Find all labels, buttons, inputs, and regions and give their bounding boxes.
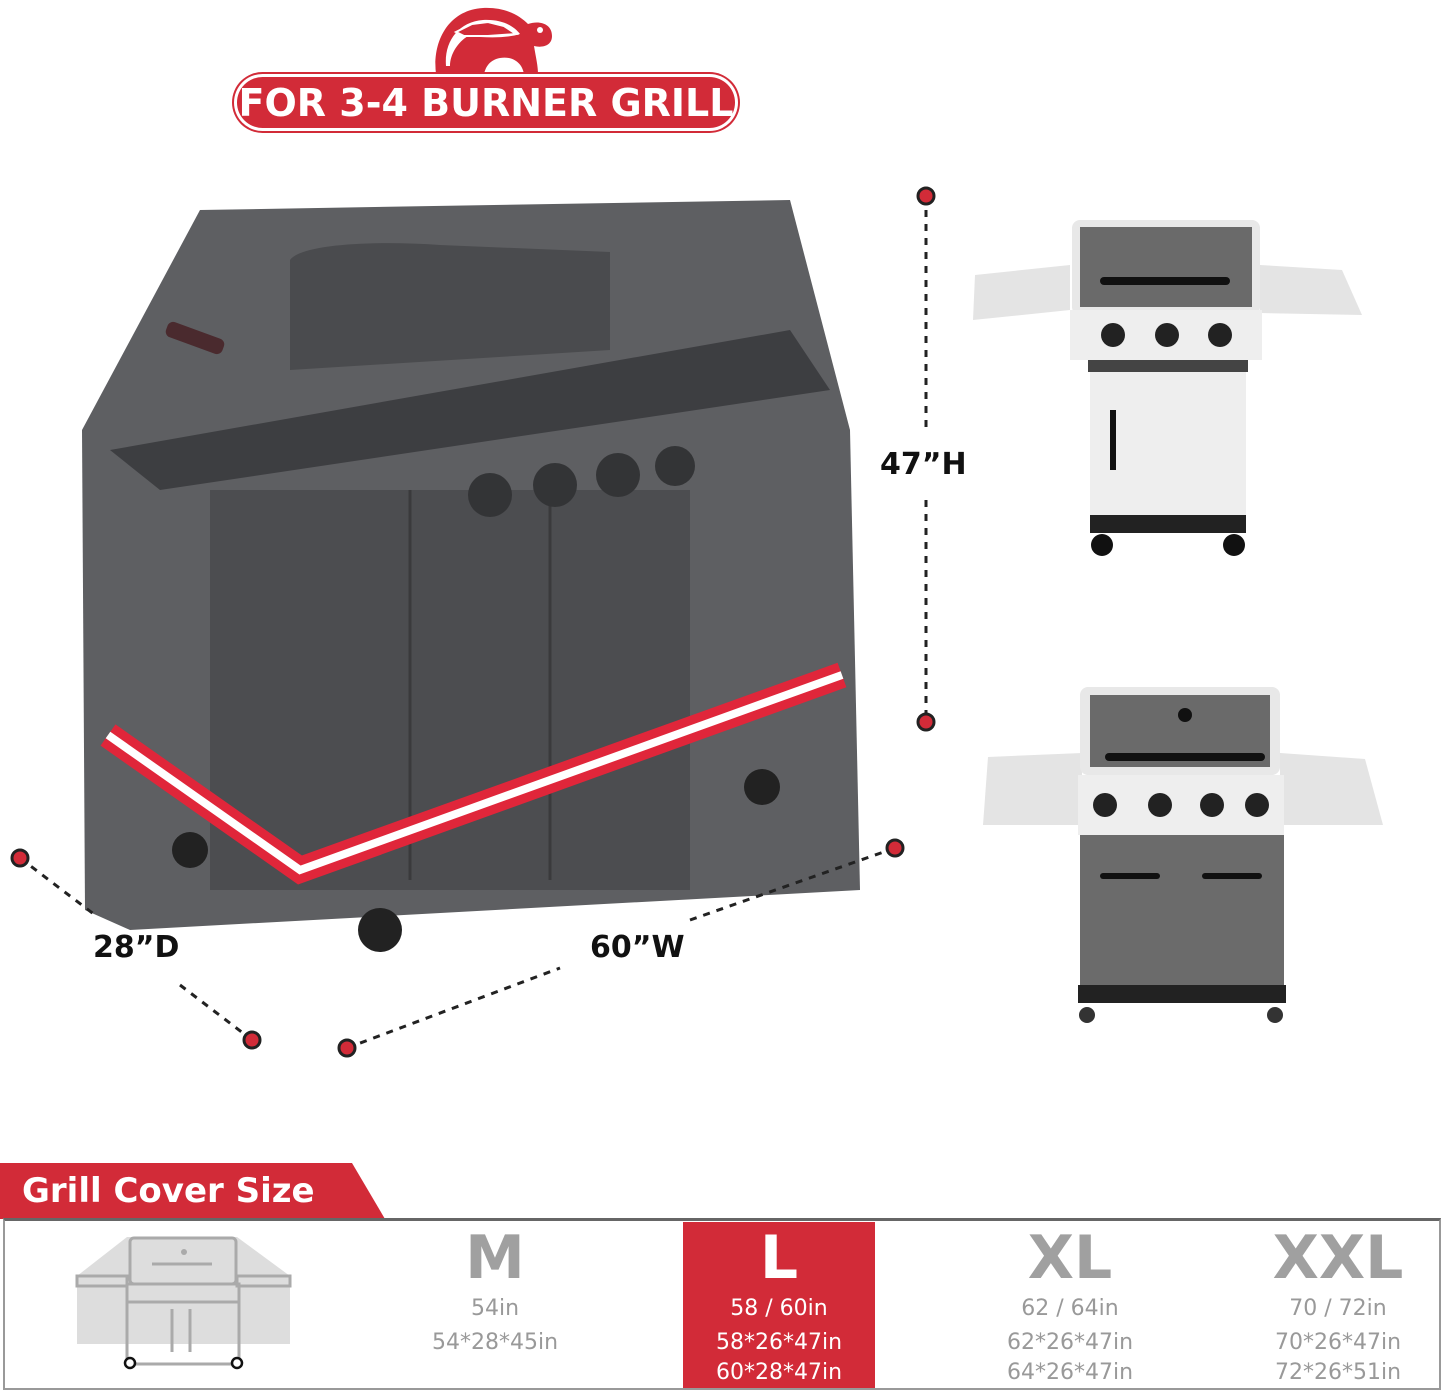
size-dims: 70*26*47in — [1274, 1330, 1402, 1355]
size-label: XXL — [1272, 1223, 1404, 1293]
height-label: 47”H — [880, 447, 967, 482]
size-option-l[interactable]: L 58 / 60in 58*26*47in 60*28*47in — [683, 1222, 875, 1388]
size-table-title: Grill Cover Size — [0, 1163, 385, 1219]
grill-cover-image — [82, 200, 860, 952]
burner-grill-badge: FOR 3-4 BURNER GRILL — [234, 74, 738, 131]
size-fits: 58 / 60in — [730, 1296, 828, 1321]
size-dims: 62*26*47in — [1006, 1330, 1134, 1355]
size-dims: 64*26*47in — [1006, 1360, 1134, 1385]
size-fits: 70 / 72in — [1289, 1296, 1387, 1321]
size-dims: 54*28*45in — [431, 1330, 559, 1355]
size-table — [3, 1218, 1441, 1390]
depth-label: 28”D — [93, 930, 180, 965]
dimension-lines — [10, 186, 936, 1058]
size-label: L — [759, 1223, 799, 1293]
size-option-xl[interactable]: XL 62 / 64in 62*26*47in 64*26*47in — [974, 1222, 1166, 1388]
size-option-m[interactable]: M 54in 54*28*45in — [399, 1222, 591, 1388]
turtle-logo-icon — [435, 7, 552, 74]
size-fits: 62 / 64in — [1021, 1296, 1119, 1321]
size-dims: 58*26*47in — [715, 1330, 843, 1355]
grill-outline-icon — [75, 1236, 292, 1370]
size-label: M — [465, 1223, 525, 1293]
three-burner-grill-image — [973, 220, 1362, 556]
size-label: XL — [1027, 1223, 1113, 1293]
size-dims: 72*26*51in — [1274, 1360, 1402, 1385]
four-burner-grill-image — [983, 687, 1383, 1023]
size-fits: 54in — [470, 1296, 520, 1321]
size-option-xxl[interactable]: XXL 70 / 72in 70*26*47in 72*26*51in — [1242, 1222, 1434, 1388]
width-label: 60”W — [590, 930, 685, 965]
size-dims: 60*28*47in — [715, 1360, 843, 1385]
